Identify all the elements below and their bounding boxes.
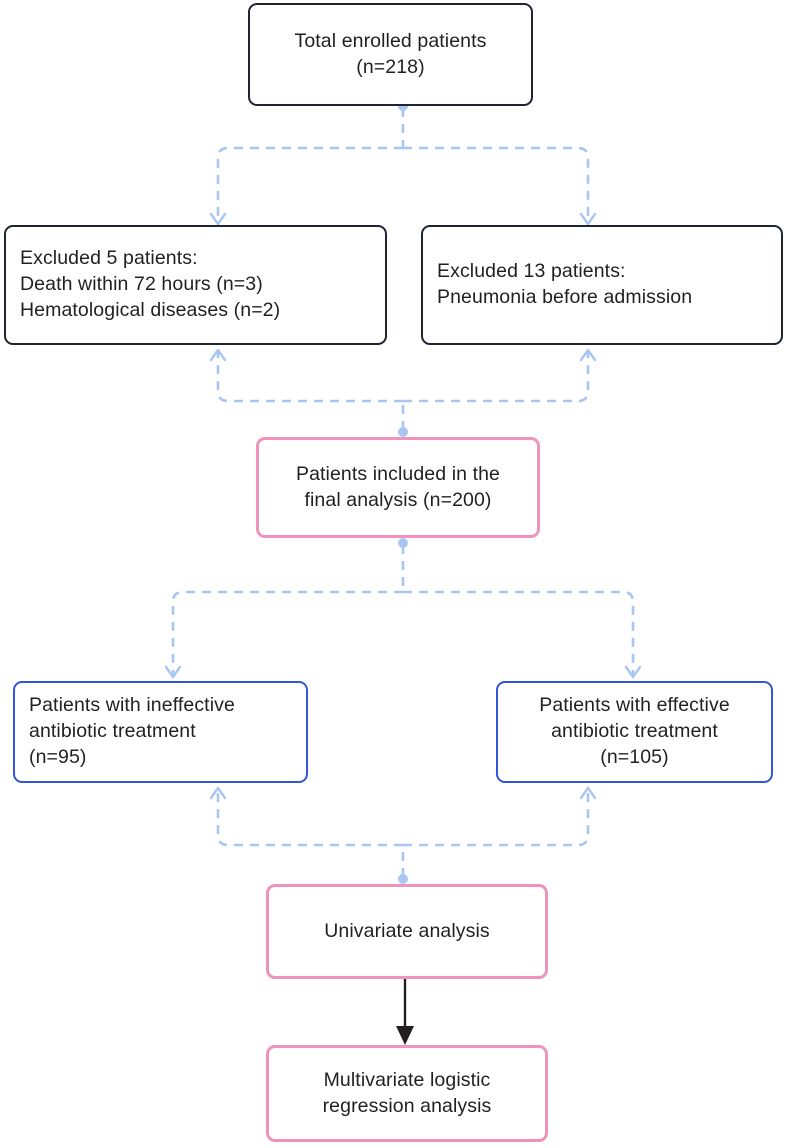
node-excluded-right[interactable]: Excluded 13 patients: Pneumonia before a… bbox=[421, 225, 783, 345]
node-excluded-right-text: Excluded 13 patients: Pneumonia before a… bbox=[437, 260, 693, 308]
node-included-final[interactable]: Patients included in the final analysis … bbox=[256, 437, 540, 538]
node-excluded-left-text: Excluded 5 patients: Death within 72 hou… bbox=[20, 247, 281, 321]
connector-included-to-treatment bbox=[164, 538, 642, 679]
node-excluded-left[interactable]: Excluded 5 patients: Death within 72 hou… bbox=[4, 225, 387, 345]
node-effective-treatment-text: Patients with effective antibiotic treat… bbox=[539, 694, 730, 768]
node-multivariate-analysis-text: Multivariate logistic regression analysi… bbox=[322, 1068, 492, 1117]
node-univariate-analysis[interactable]: Univariate analysis bbox=[266, 884, 548, 979]
node-total-enrolled-text: Total enrolled patients (n=218) bbox=[294, 29, 487, 78]
node-ineffective-treatment-text: Patients with ineffective antibiotic tre… bbox=[29, 694, 235, 768]
node-multivariate-analysis[interactable]: Multivariate logistic regression analysi… bbox=[266, 1045, 548, 1142]
node-univariate-analysis-text: Univariate analysis bbox=[324, 919, 490, 942]
node-included-final-text: Patients included in the final analysis … bbox=[295, 462, 501, 511]
connector-included-to-excluded bbox=[209, 348, 597, 437]
connector-univariate-to-multivariate bbox=[396, 979, 414, 1045]
connector-univariate-to-treatment bbox=[209, 786, 597, 884]
node-total-enrolled[interactable]: Total enrolled patients (n=218) bbox=[248, 3, 533, 106]
node-effective-treatment[interactable]: Patients with effective antibiotic treat… bbox=[496, 681, 773, 783]
node-ineffective-treatment[interactable]: Patients with ineffective antibiotic tre… bbox=[13, 681, 308, 783]
connector-enrolled-to-excluded bbox=[209, 101, 597, 226]
